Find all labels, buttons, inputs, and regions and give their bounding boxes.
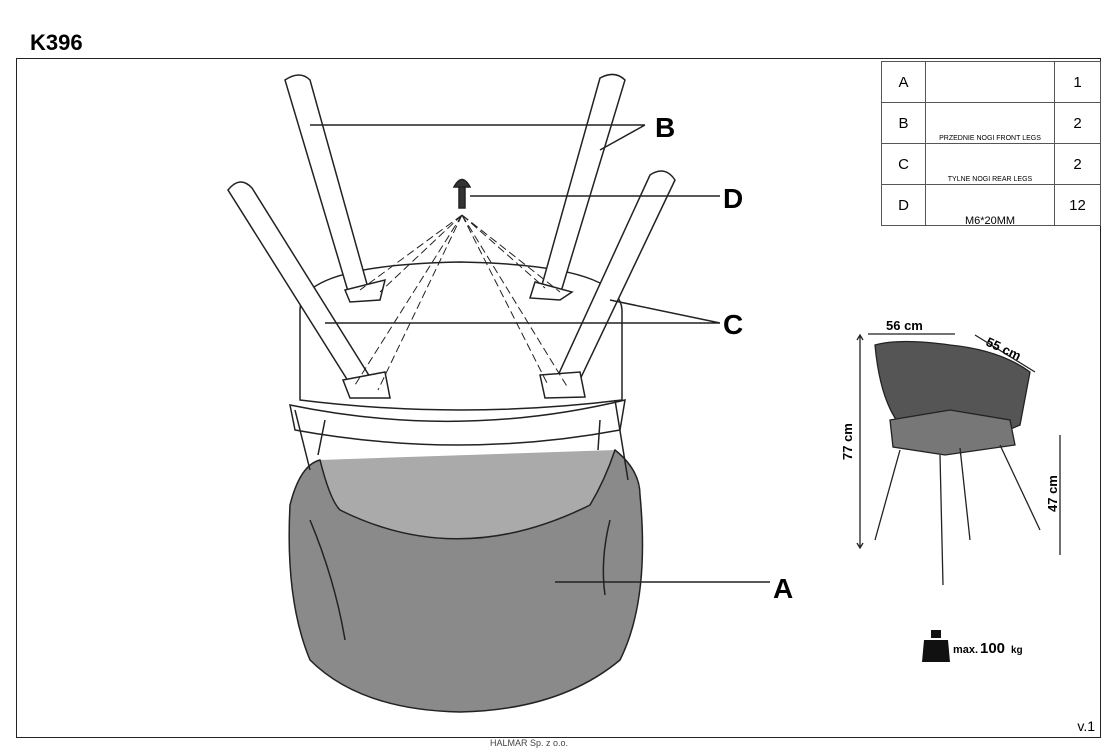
part-letter: D [881, 184, 926, 226]
weight-icon [922, 630, 950, 662]
label-A: A [773, 573, 793, 604]
part-qty: 2 [1054, 102, 1101, 144]
part-qty: 12 [1054, 184, 1101, 226]
part-letter: C [881, 143, 926, 185]
rear-leg-C-right [553, 170, 676, 391]
part-caption: M6*20MM [925, 184, 1055, 227]
front-leg-B-right [539, 73, 626, 296]
footer-company: HALMAR Sp. z o.o. [490, 738, 569, 748]
part-image-chair [925, 61, 1055, 103]
label-D: D [723, 183, 743, 214]
width-dimension: 56 cm [886, 318, 923, 333]
part-letter: A [881, 61, 926, 103]
load-value: 100 [980, 640, 1005, 657]
screw-D [452, 178, 472, 209]
version-label: v.1 [1077, 718, 1095, 734]
part-qty: 2 [1054, 143, 1101, 185]
rear-leg-C-left [227, 181, 377, 393]
dimension-chair [856, 333, 1061, 586]
part-qty: 1 [1054, 61, 1101, 103]
part-letter: B [881, 102, 926, 144]
load-unit: kg [1011, 645, 1023, 656]
height-dimension: 77 cm [840, 423, 855, 460]
load-prefix: max. [953, 644, 978, 656]
label-B: B [655, 112, 675, 143]
part-caption: TYLNE NOGI REAR LEGS [925, 143, 1055, 185]
front-leg-B-left [284, 74, 371, 299]
seat-height-dimension: 47 cm [1045, 475, 1060, 512]
product-code: K396 [30, 30, 83, 55]
label-C: C [723, 309, 743, 340]
diagram-frame [16, 58, 1101, 738]
part-caption: PRZEDNIE NOGI FRONT LEGS [925, 102, 1055, 144]
